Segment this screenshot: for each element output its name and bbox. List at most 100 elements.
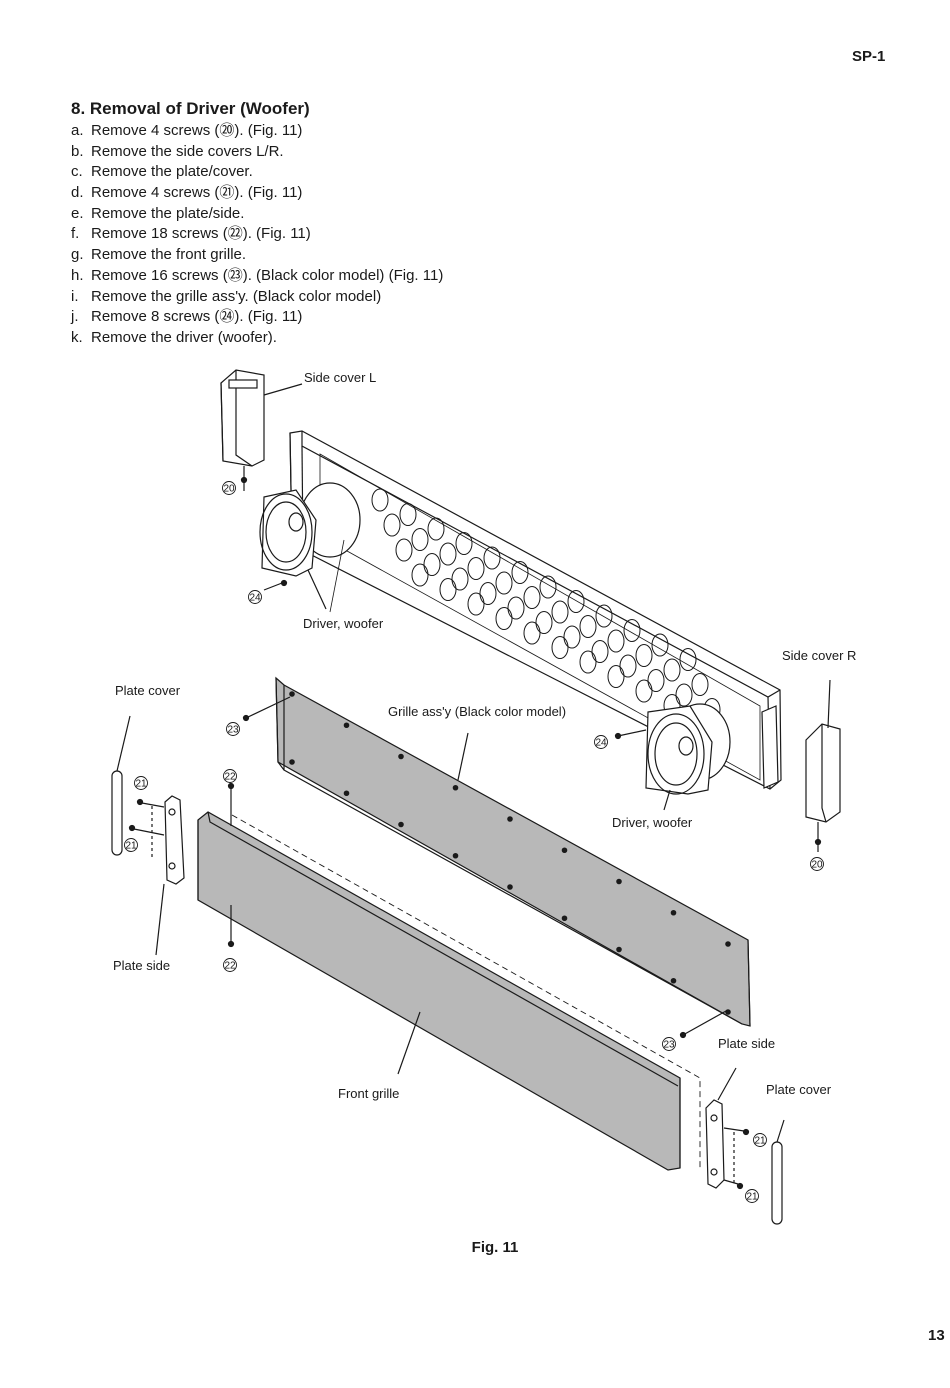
- step-marker: f.: [71, 225, 80, 243]
- woofer-hole: [411, 563, 429, 587]
- plate-side-right: [705, 1067, 750, 1190]
- side-cover-l: [220, 369, 303, 491]
- woofer-hole: [579, 615, 597, 638]
- woofer-hole: [455, 532, 473, 555]
- woofer-hole: [619, 654, 637, 678]
- woofer-hole: [495, 571, 513, 595]
- woofer-hole: [607, 665, 625, 688]
- step-text: Remove 8 screws (㉔). (Fig. 11): [91, 308, 303, 326]
- step-list: a.Remove 4 screws (⑳). (Fig. 11) b.Remov…: [71, 121, 443, 349]
- woofer-hole: [507, 596, 525, 620]
- woofer-hole: [563, 625, 581, 649]
- woofer-hole: [635, 679, 653, 703]
- woofer-hole: [383, 513, 401, 537]
- label-plate-side-right: Plate side: [718, 1036, 775, 1051]
- step-item: j. Remove 8 screws (㉔). (Fig. 11): [71, 307, 443, 328]
- driver-woofer-right: [614, 703, 731, 811]
- callout-23: 23: [227, 725, 239, 736]
- section-title: 8. Removal of Driver (Woofer): [71, 99, 310, 118]
- model-header: SP-1: [852, 48, 886, 65]
- woofer-hole: [523, 586, 541, 609]
- step-item: g. Remove the front grille.: [71, 245, 443, 266]
- step-marker: a.: [71, 122, 84, 139]
- callout-23: 23: [663, 1040, 675, 1051]
- woofer-hole: [623, 619, 641, 642]
- figure-caption: Fig. 11: [471, 1239, 519, 1256]
- step-text: Remove the front grille.: [91, 246, 247, 264]
- screw-hole: [452, 852, 459, 859]
- step-item: e. Remove the plate/side.: [71, 204, 443, 225]
- woofer-holes: [371, 488, 721, 732]
- woofer-hole: [567, 590, 585, 613]
- screw-hole: [289, 759, 295, 765]
- step-marker: e.: [71, 204, 84, 222]
- label-plate-side-left: Plate side: [113, 958, 170, 973]
- front-grille: [197, 782, 701, 1171]
- woofer-hole: [439, 542, 457, 566]
- callout-21: 21: [135, 779, 147, 790]
- screw-hole: [343, 722, 350, 729]
- screw-hole: [507, 884, 513, 890]
- woofer-hole: [399, 503, 417, 526]
- step-item: a.Remove 4 screws (⑳). (Fig. 11): [71, 121, 443, 142]
- step-marker: i.: [71, 287, 79, 305]
- woofer-hole: [395, 538, 413, 562]
- step-text: Remove the side covers L/R.: [91, 142, 284, 160]
- page-number: 13: [928, 1327, 945, 1344]
- step-marker: j.: [71, 308, 79, 326]
- step-text: Remove the plate/side.: [91, 204, 245, 222]
- step-marker: d.: [71, 184, 84, 202]
- woofer-hole: [427, 517, 445, 541]
- step-text: Remove 16 screws (㉓). (Black color model…: [91, 266, 444, 284]
- woofer-hole: [371, 488, 389, 512]
- callout-21: 21: [125, 841, 137, 852]
- screw-hole: [725, 941, 731, 947]
- label-driver-woofer-left: Driver, woofer: [303, 616, 384, 631]
- screw-hole: [616, 946, 622, 953]
- woofer-hole: [675, 683, 693, 707]
- screw-hole: [561, 847, 568, 854]
- grille-assy: [242, 676, 751, 1039]
- label-plate-cover-left: Plate cover: [115, 683, 181, 698]
- callout-22: 22: [224, 772, 236, 783]
- plate-side-left: [128, 795, 185, 956]
- step-text: Remove 18 screws (㉒). (Fig. 11): [91, 225, 311, 243]
- label-side-cover-l: Side cover L: [304, 370, 376, 385]
- label-side-cover-r: Side cover R: [782, 648, 856, 663]
- step-marker: c.: [71, 163, 83, 181]
- step-marker: h.: [71, 266, 84, 284]
- step-item: c. Remove the plate/cover.: [71, 162, 443, 183]
- step-marker: g.: [71, 246, 84, 264]
- label-front-grille: Front grille: [338, 1086, 399, 1101]
- woofer-hole: [439, 578, 457, 601]
- woofer-hole: [467, 557, 485, 580]
- woofer-hole: [691, 673, 709, 696]
- side-cover-r: [761, 679, 841, 852]
- woofer-hole: [551, 600, 569, 624]
- plate-cover-right: [771, 1119, 785, 1225]
- screw-hole: [289, 691, 295, 697]
- screw-hole: [398, 753, 404, 760]
- screw-hole: [616, 878, 622, 885]
- woofer-hole: [635, 644, 653, 667]
- woofer-hole: [579, 650, 597, 674]
- woofer-hole: [411, 528, 429, 551]
- woofer-hole: [595, 604, 613, 628]
- screw-hole: [725, 1009, 731, 1015]
- callout-24: 24: [249, 593, 261, 604]
- callout-24: 24: [595, 738, 607, 749]
- step-text: Remove the plate/cover.: [91, 163, 253, 181]
- step-item: h. Remove 16 screws (㉓). (Black color mod…: [71, 266, 443, 287]
- step-text: Remove the grille ass'y. (Black color mo…: [91, 287, 382, 305]
- woofer-hole: [651, 633, 669, 657]
- woofer-hole: [479, 582, 497, 605]
- screw-hole: [343, 790, 350, 797]
- woofer-hole: [591, 640, 609, 663]
- woofer-hole: [483, 546, 501, 570]
- screw-hole: [507, 816, 513, 822]
- label-grille-assy: Grille ass'y (Black color model): [388, 704, 566, 719]
- woofer-hole: [679, 648, 697, 671]
- step-marker: k.: [71, 328, 83, 346]
- woofer-hole: [607, 629, 625, 653]
